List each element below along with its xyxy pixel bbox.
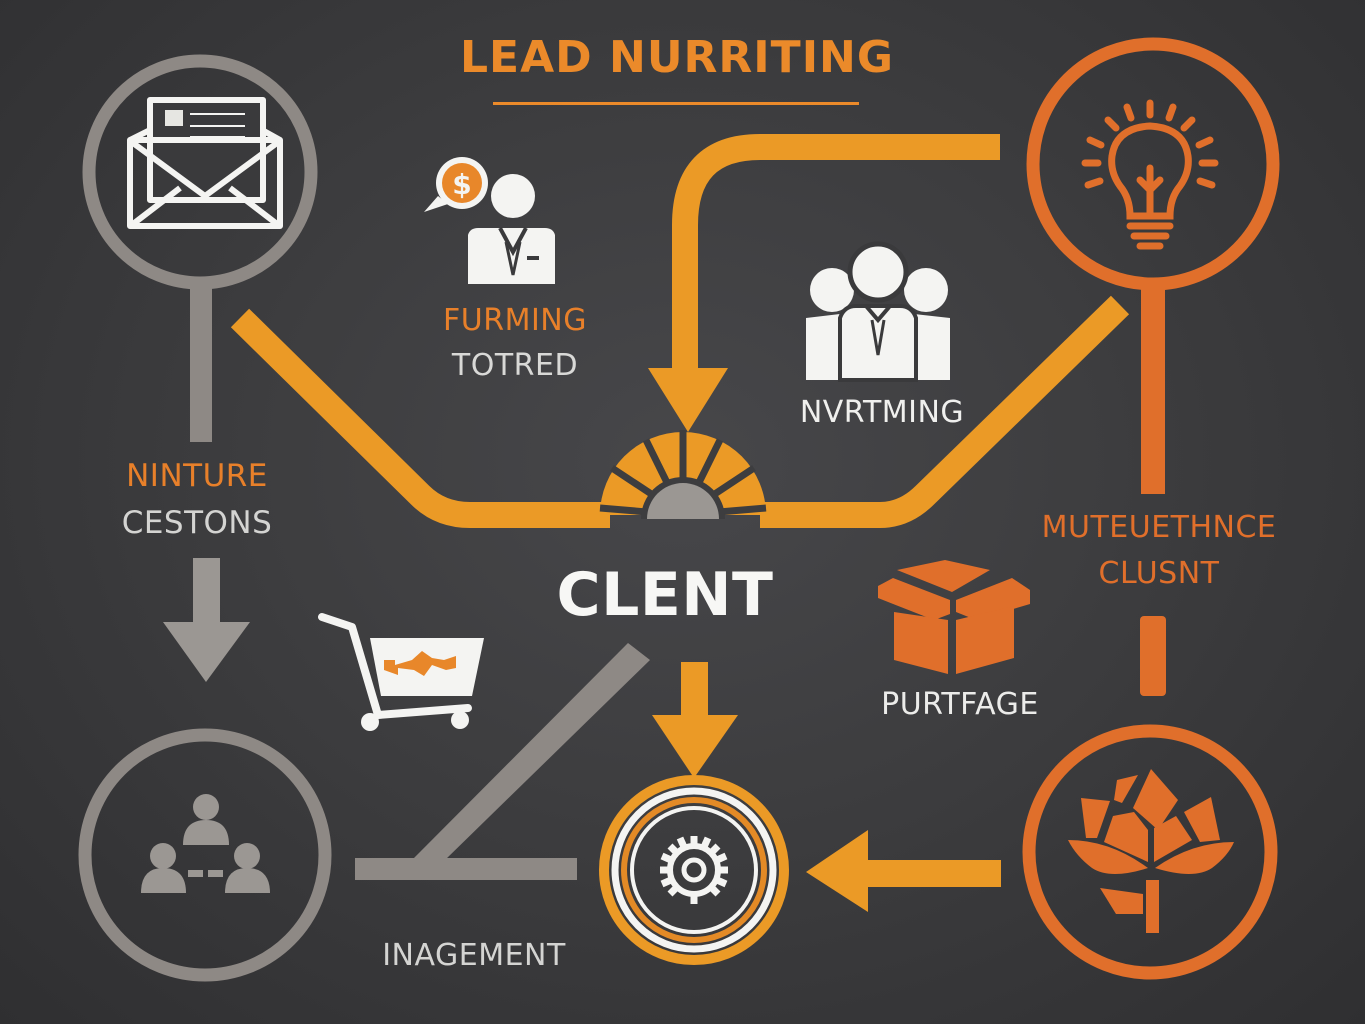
purtfage-label: PURTFAGE bbox=[881, 687, 1039, 722]
growth-ring bbox=[1022, 724, 1278, 980]
center-label: CLENT bbox=[556, 560, 774, 630]
top-curved-arrow-head bbox=[648, 368, 728, 432]
amber-left-arrow bbox=[806, 830, 1001, 912]
ninture-label: NINTURE bbox=[126, 458, 268, 494]
title-underline bbox=[493, 102, 859, 105]
page-title: LEAD NURRITING bbox=[460, 32, 894, 83]
cestons-label: CESTONS bbox=[121, 505, 273, 541]
envelope-icon bbox=[127, 97, 283, 229]
svg-text:$: $ bbox=[452, 168, 471, 201]
right-flow-line bbox=[760, 295, 1130, 528]
team-ring bbox=[78, 728, 332, 982]
gray-down-arrow bbox=[163, 558, 250, 682]
amber-down-arrow bbox=[652, 662, 738, 778]
lightbulb-icon bbox=[1081, 99, 1219, 250]
process-ring bbox=[599, 775, 789, 965]
box-icon bbox=[878, 560, 1030, 674]
shopping-cart-icon bbox=[318, 613, 484, 731]
totred-label: TOTRED bbox=[451, 348, 579, 383]
email-magnifier bbox=[82, 54, 318, 442]
group-people-icon bbox=[806, 241, 950, 382]
gray-connector-line bbox=[355, 643, 650, 880]
clusnt-label: CLUSNT bbox=[1098, 556, 1220, 591]
inagement-label: INAGEMENT bbox=[382, 938, 566, 973]
idea-magnifier bbox=[1026, 37, 1280, 696]
amber-flow-paths bbox=[230, 134, 1130, 528]
people-network-icon bbox=[141, 794, 270, 893]
left-flow-line bbox=[230, 308, 610, 528]
nurtming-label: NVRTMING bbox=[799, 395, 965, 430]
furming-label: FURMING bbox=[443, 303, 587, 338]
top-curved-flow-line bbox=[672, 134, 1000, 368]
sunburst-half-icon bbox=[599, 430, 767, 519]
muteuethnce-label: MUTEUETHNCE bbox=[1041, 510, 1277, 545]
gear-icon bbox=[660, 836, 728, 904]
salesperson-dollar-icon: $ bbox=[424, 157, 555, 284]
lotus-icon bbox=[1068, 769, 1234, 933]
